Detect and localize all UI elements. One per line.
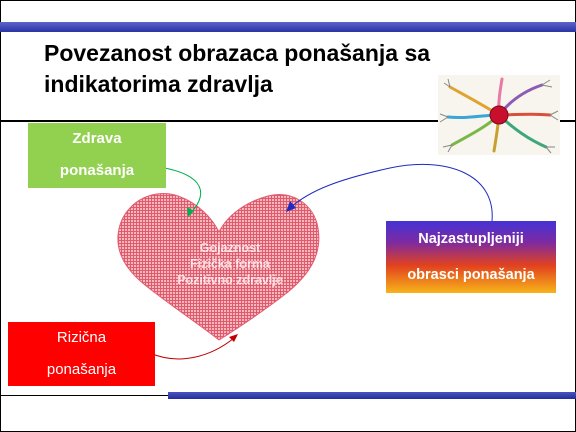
arrowhead-healthy	[187, 207, 194, 217]
arrowhead-common	[286, 201, 296, 212]
arrow-risky-to-heart	[149, 337, 235, 360]
arrow-common-to-heart	[289, 163, 493, 222]
healthy-line-2: ponašanja	[59, 162, 135, 179]
heart-line-obesity: Gojaznost	[199, 241, 261, 255]
common-line-1: Najzastupljeniji	[418, 231, 524, 247]
heart-line-health: Pozitivno zdravlje	[177, 273, 283, 287]
title-line-2: indikatorima zdravlja	[44, 71, 273, 97]
common-behaviors-box: Najzastupljeniji obrasci ponašanja	[386, 221, 556, 293]
risky-behaviors-box: Rizična ponašanja	[8, 322, 155, 386]
slide-title: Povezanost obrazaca ponašanja sa indikat…	[44, 38, 544, 100]
risky-line-1: Rizična	[56, 329, 107, 346]
healthy-behaviors-box: Zdrava ponašanja	[28, 123, 166, 188]
bottom-band	[168, 392, 576, 399]
common-line-2: obrasci ponašanja	[407, 267, 535, 283]
top-band	[0, 22, 576, 32]
mind-map-image	[438, 75, 560, 155]
title-line-1: Povezanost obrazaca ponašanja sa	[44, 40, 431, 66]
title-divider	[0, 120, 576, 122]
heart-shape	[117, 193, 320, 341]
healthy-line-1: Zdrava	[72, 130, 122, 147]
risky-line-2: ponašanja	[46, 361, 117, 378]
heart-line-fitness: Fizička forma	[190, 257, 270, 271]
arrowhead-risky	[229, 334, 238, 342]
heart-label: Gojaznost Fizička forma Pozitivno zdravl…	[150, 240, 310, 288]
